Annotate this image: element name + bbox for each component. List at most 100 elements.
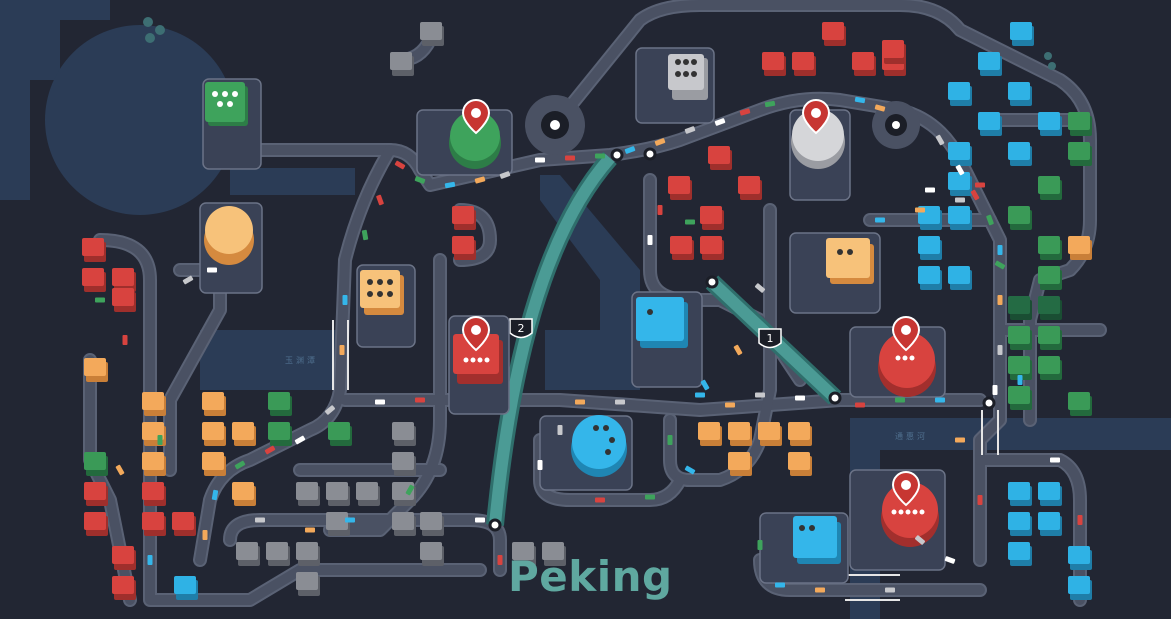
house-gray[interactable] [266, 542, 288, 560]
house-blue[interactable] [948, 82, 970, 100]
house-blue[interactable] [948, 172, 970, 190]
junction-node[interactable] [982, 396, 996, 410]
house-orange[interactable] [232, 422, 254, 440]
house-gray[interactable] [392, 452, 414, 470]
house-green[interactable] [1038, 356, 1060, 374]
house-green[interactable] [1038, 266, 1060, 284]
house-blue[interactable] [948, 206, 970, 224]
destination-green[interactable] [202, 78, 262, 170]
house-orange[interactable] [758, 422, 780, 440]
house-blue[interactable] [1008, 142, 1030, 160]
house-orange[interactable] [142, 392, 164, 410]
house-gray[interactable] [296, 542, 318, 560]
house-blue[interactable] [1038, 112, 1060, 130]
house-red[interactable] [670, 236, 692, 254]
house-red[interactable] [762, 52, 784, 70]
house-gray[interactable] [420, 512, 442, 530]
house-red[interactable] [112, 288, 134, 306]
house-blue[interactable] [978, 112, 1000, 130]
house-green[interactable] [1038, 236, 1060, 254]
house-orange[interactable] [202, 452, 224, 470]
house-orange[interactable] [1068, 236, 1090, 254]
house-red[interactable] [82, 268, 104, 286]
house-gray[interactable] [420, 22, 442, 40]
house-red[interactable] [700, 206, 722, 224]
destinations-layer[interactable] [199, 47, 946, 584]
house-red[interactable] [452, 206, 474, 224]
house-red[interactable] [84, 482, 106, 500]
house-blue[interactable] [1038, 512, 1060, 530]
junction-layer[interactable] [488, 147, 996, 532]
house-gray[interactable] [296, 572, 318, 590]
house-green[interactable] [1038, 176, 1060, 194]
highway-2-inner[interactable] [489, 154, 615, 526]
house-gray[interactable] [392, 512, 414, 530]
house-blue[interactable] [1038, 482, 1060, 500]
house-green[interactable] [1008, 356, 1030, 374]
house-blue[interactable] [1068, 546, 1090, 564]
house-orange[interactable] [202, 422, 224, 440]
house-green[interactable] [328, 422, 350, 440]
house-green[interactable] [1068, 112, 1090, 130]
house-red[interactable] [792, 52, 814, 70]
house-darkgreen[interactable] [1008, 296, 1030, 314]
house-orange[interactable] [728, 452, 750, 470]
house-red[interactable] [852, 52, 874, 70]
house-blue[interactable] [1010, 22, 1032, 40]
house-red[interactable] [822, 22, 844, 40]
destination-orange-round[interactable] [199, 202, 263, 294]
house-gray[interactable] [356, 482, 378, 500]
destination-orange-square[interactable] [356, 264, 416, 348]
house-blue[interactable] [918, 266, 940, 284]
house-green[interactable] [268, 422, 290, 440]
roundabout-layer[interactable] [525, 95, 920, 155]
house-red[interactable] [172, 512, 194, 530]
house-darkgreen[interactable] [1038, 296, 1060, 314]
house-red[interactable] [668, 176, 690, 194]
house-gray[interactable] [326, 482, 348, 500]
house-blue[interactable] [978, 52, 1000, 70]
house-green[interactable] [1008, 206, 1030, 224]
junction-node[interactable] [488, 518, 502, 532]
house-gray[interactable] [326, 512, 348, 530]
house-blue[interactable] [918, 236, 940, 254]
house-orange[interactable] [202, 392, 224, 410]
house-blue[interactable] [1008, 542, 1030, 560]
house-orange[interactable] [142, 452, 164, 470]
house-blue[interactable] [948, 142, 970, 160]
house-orange[interactable] [84, 358, 106, 376]
house-green[interactable] [84, 452, 106, 470]
house-gray[interactable] [390, 52, 412, 70]
destination-gray[interactable] [635, 47, 715, 124]
house-gray[interactable] [392, 482, 414, 500]
junction-node[interactable] [828, 391, 842, 405]
houses-layer[interactable] [82, 22, 1092, 600]
destination-orange-right[interactable] [789, 232, 881, 314]
house-blue[interactable] [1068, 576, 1090, 594]
destination-blue-bottom[interactable] [759, 512, 849, 584]
house-green[interactable] [268, 392, 290, 410]
house-orange[interactable] [728, 422, 750, 440]
house-red[interactable] [112, 268, 134, 286]
house-red[interactable] [882, 40, 904, 58]
destination-red-left[interactable] [448, 315, 510, 415]
house-green[interactable] [1008, 326, 1030, 344]
destination-gray-pin[interactable] [789, 98, 851, 201]
house-orange[interactable] [698, 422, 720, 440]
roundabout-northeast[interactable] [872, 101, 920, 149]
house-green[interactable] [1038, 326, 1060, 344]
house-gray[interactable] [420, 542, 442, 560]
roundabout-north[interactable] [525, 95, 585, 155]
house-blue[interactable] [1008, 82, 1030, 100]
house-blue[interactable] [1008, 482, 1030, 500]
junction-node[interactable] [643, 147, 657, 161]
destination-blue-square[interactable] [631, 291, 703, 388]
destination-green-pin[interactable] [416, 98, 513, 176]
junction-node[interactable] [610, 148, 624, 162]
junction-node[interactable] [705, 275, 719, 289]
house-green[interactable] [1068, 392, 1090, 410]
house-orange[interactable] [232, 482, 254, 500]
house-red[interactable] [112, 546, 134, 564]
house-gray[interactable] [392, 422, 414, 440]
